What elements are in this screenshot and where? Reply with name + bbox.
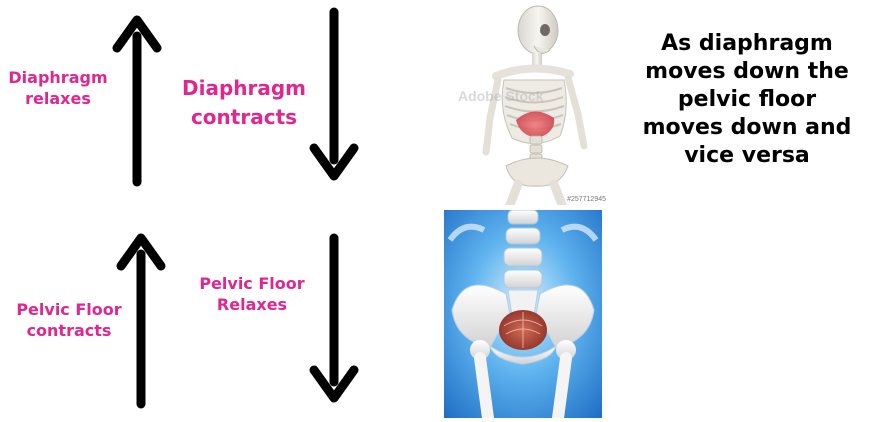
pelvic-floor-contracts-label: Pelvic Floor contracts bbox=[0, 300, 138, 342]
up-arrow-diaphragm-relaxes bbox=[113, 14, 161, 186]
stock-watermark: Adobe Stock bbox=[458, 88, 544, 104]
stock-id-caption: #257712945 bbox=[567, 196, 606, 203]
pelvis-illustration bbox=[444, 210, 602, 418]
pelvic-floor-relaxes-label: Pelvic Floor Relaxes bbox=[184, 274, 320, 316]
pelvis-image bbox=[444, 210, 602, 418]
diaphragm-contracts-label: Diaphragm contracts bbox=[168, 74, 320, 132]
explanation-text: As diaphragm moves down the pelvic floor… bbox=[622, 30, 872, 170]
skeleton-image: Adobe Stock #257712945 bbox=[452, 0, 612, 205]
diaphragm-relaxes-label: Diaphragm relaxes bbox=[2, 68, 114, 110]
down-arrow-pelvic-floor-relaxes bbox=[310, 234, 358, 406]
